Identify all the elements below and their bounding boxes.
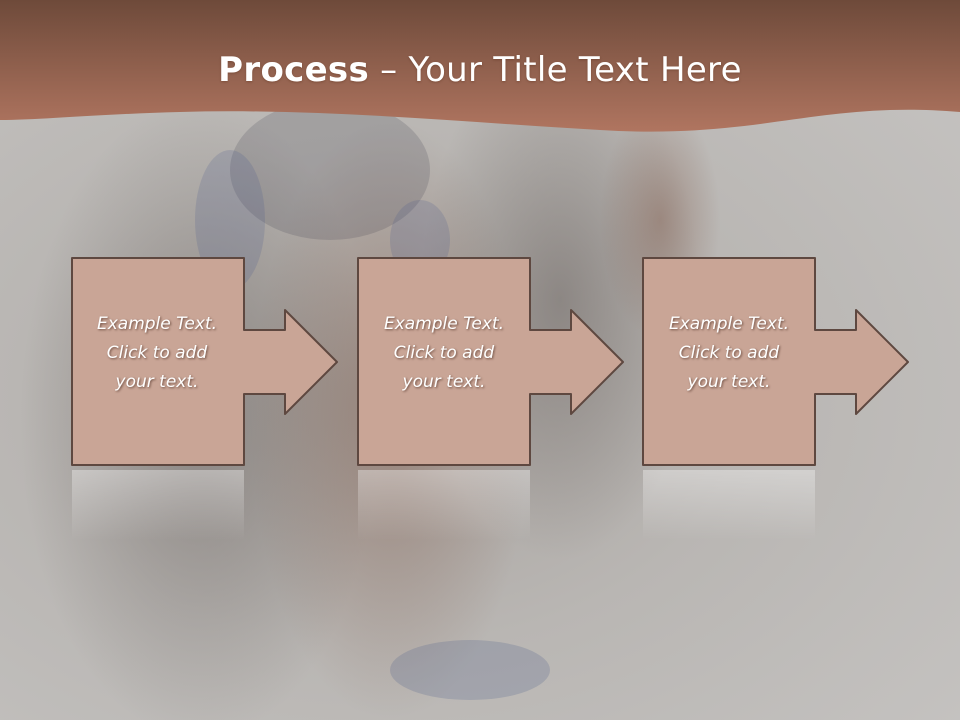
step-2-line-3: your text. — [402, 372, 486, 392]
title-bold: Process — [218, 50, 370, 90]
process-arrow-3[interactable] — [642, 257, 909, 466]
title-banner — [0, 0, 960, 132]
slide-title[interactable]: Process – Your Title Text Here — [0, 50, 960, 90]
arrow-reflections — [72, 470, 815, 540]
step-3-line-1: Example Text. — [668, 314, 790, 334]
step-2-text[interactable]: Example Text. Click to add your text. — [359, 310, 529, 397]
title-rest: – Your Title Text Here — [369, 50, 742, 90]
process-arrow-2[interactable] — [357, 257, 624, 466]
process-arrow-1[interactable] — [71, 257, 338, 466]
step-1-line-2: Click to add — [106, 343, 208, 363]
step-1-line-3: your text. — [115, 372, 199, 392]
step-1-line-1: Example Text. — [96, 314, 218, 334]
step-1-text[interactable]: Example Text. Click to add your text. — [72, 310, 242, 397]
step-3-line-3: your text. — [687, 372, 771, 392]
step-2-line-2: Click to add — [393, 343, 495, 363]
step-2-line-1: Example Text. — [383, 314, 505, 334]
step-3-text[interactable]: Example Text. Click to add your text. — [644, 310, 814, 397]
step-3-line-2: Click to add — [678, 343, 780, 363]
